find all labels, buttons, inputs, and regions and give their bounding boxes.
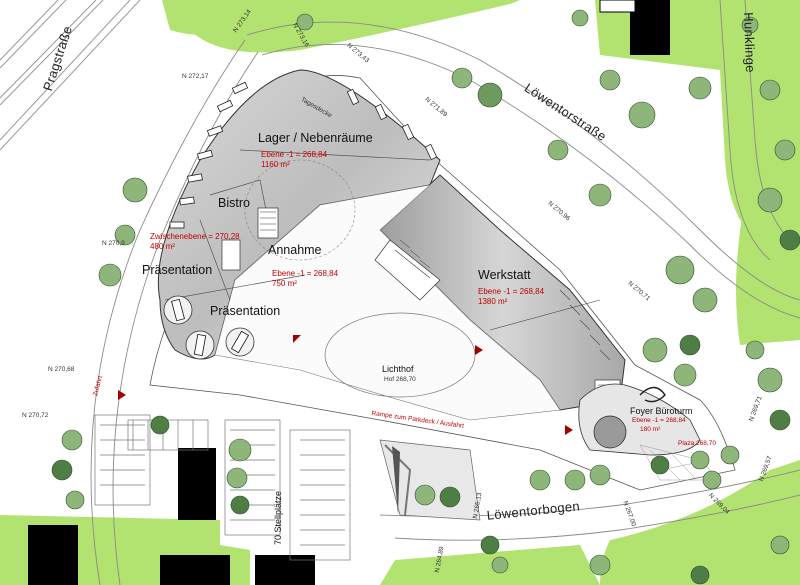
- elevation-label: N 270,72: [22, 412, 49, 419]
- foyer-level: Ebene -1 = 268,84: [632, 417, 686, 424]
- foyer-tower: [578, 383, 701, 456]
- existing-buildings: [28, 0, 670, 585]
- lawn-top-wedge: [162, 0, 358, 35]
- elevation-label: N 270,68: [48, 366, 75, 373]
- entrance-markers: [118, 335, 573, 435]
- trees: [51, 9, 800, 585]
- ramp: [379, 439, 481, 521]
- lawn-bottom-right: [600, 460, 800, 585]
- annahme-area: 750 m²: [272, 279, 297, 288]
- lager-level: Ebene -1 = 268,84: [261, 150, 328, 159]
- main-building: [157, 69, 626, 421]
- elevation-label: N 270,9: [102, 240, 125, 247]
- parked-cars: [169, 81, 438, 229]
- parking-lots: [94, 414, 351, 561]
- road-lines: [90, 0, 800, 585]
- room-label-praesentation-1: Präsentation: [142, 263, 213, 277]
- plaza-label: Plaza 268,70: [678, 440, 716, 447]
- room-label-praesentation-2: Präsentation: [210, 304, 281, 318]
- annahme-level: Ebene -1 = 268,84: [272, 269, 339, 278]
- room-label-annahme: Annahme: [268, 243, 322, 257]
- railway-tracks: [0, 0, 141, 151]
- zwischen-area: 480 m²: [150, 242, 175, 251]
- building-top-right: [630, 0, 670, 55]
- building-bottom-mid: [160, 555, 230, 585]
- parking-label: 70 Stellplätze: [273, 490, 283, 545]
- building-bottom-center: [255, 555, 315, 585]
- lawn-top-right: [358, 0, 800, 260]
- room-label-lager: Lager / Nebenräume: [258, 131, 373, 145]
- room-label-bistro: Bistro: [218, 196, 250, 210]
- lawn-bottom-center: [380, 545, 600, 585]
- street-label-hunklinge: Hunklinge: [741, 12, 759, 74]
- building-bottom-left: [28, 525, 78, 585]
- room-label-lichthof: Lichthof: [382, 364, 414, 374]
- room-label-foyer: Foyer Büroturm: [630, 406, 693, 416]
- room-label-werkstatt: Werkstatt: [478, 268, 531, 282]
- werkstatt-area: 1380 m²: [478, 297, 508, 306]
- building-mid-left: [178, 448, 216, 520]
- werkstatt-level: Ebene -1 = 268,84: [478, 287, 545, 296]
- lager-area: 1160 m²: [261, 160, 290, 169]
- lichthof-level: Hof 268,70: [384, 376, 416, 383]
- foyer-area: 180 m²: [640, 426, 661, 433]
- zwischen-level: Zwischenebene = 270,28: [150, 232, 240, 241]
- lawn-right-edge: [736, 110, 800, 345]
- elevation-label: N 272,17: [182, 73, 209, 80]
